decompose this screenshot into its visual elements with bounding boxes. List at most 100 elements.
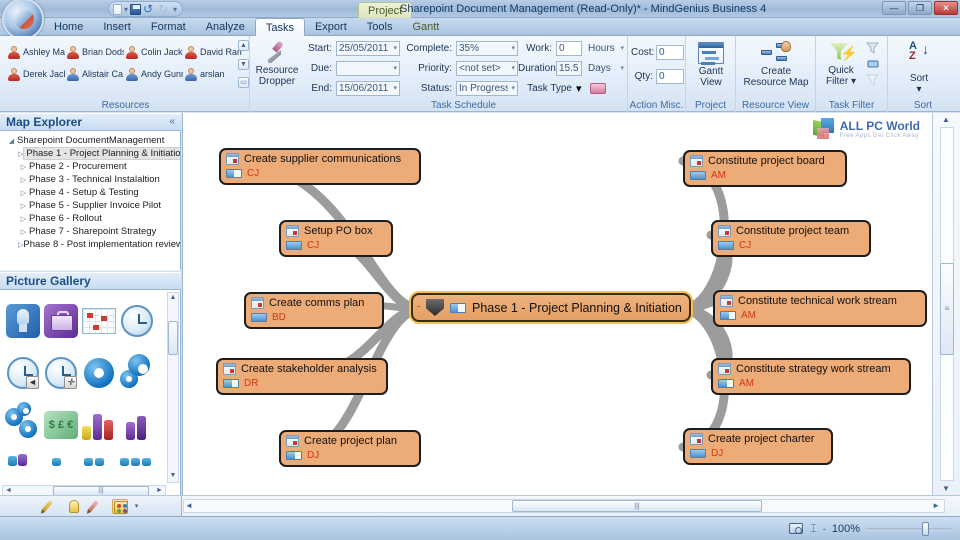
gallery-item[interactable] bbox=[80, 296, 118, 346]
gears-small-icon[interactable] bbox=[17, 402, 31, 416]
quick-access-toolbar[interactable]: ▾ ↺ ↻ ▾ bbox=[108, 1, 184, 17]
task-node[interactable]: Constitute project board AM bbox=[683, 150, 847, 187]
tree-item-phase-7[interactable]: ▷ Phase 7 - Sharepoint Strategy bbox=[4, 225, 180, 238]
task-node[interactable]: Setup PO box CJ bbox=[279, 220, 393, 257]
gallery-item[interactable]: $ £ € bbox=[42, 400, 80, 450]
mindmap-canvas[interactable]: ALL PC World Free Apps Get Click Away bbox=[182, 113, 932, 495]
resource-item[interactable]: arslan bbox=[185, 63, 242, 85]
tab-tasks[interactable]: Tasks bbox=[254, 18, 305, 36]
highlighter-icon[interactable] bbox=[41, 499, 59, 514]
gallery-item[interactable] bbox=[80, 348, 118, 398]
canvas-horizontal-scrollbar[interactable]: ◄ ||| ► bbox=[182, 495, 960, 516]
chevron-down-icon[interactable]: ▾ bbox=[620, 64, 624, 72]
complete-input[interactable]: 35% ▾ bbox=[456, 40, 518, 56]
scrollbar-thumb[interactable] bbox=[168, 321, 178, 355]
clock-back-icon[interactable]: ◄ bbox=[7, 357, 39, 389]
scroll-down-icon[interactable]: ▼ bbox=[942, 484, 950, 493]
gallery-item[interactable] bbox=[42, 452, 80, 499]
sort-dropdown-icon[interactable]: ▾ bbox=[916, 84, 922, 95]
gallery-item[interactable] bbox=[118, 452, 156, 499]
expand-toggle-icon[interactable]: ▷ bbox=[20, 189, 27, 197]
picture-gallery-body[interactable]: ◄ ✛ $ £ € bbox=[0, 290, 181, 499]
resource-item[interactable]: Andy Gunn bbox=[126, 63, 183, 85]
chevron-down-icon[interactable]: ▾ bbox=[393, 64, 397, 72]
scroll-down-icon[interactable]: ▼ bbox=[169, 472, 177, 479]
scroll-down-icon[interactable]: ▼ bbox=[238, 58, 249, 70]
scroll-more-icon[interactable]: ▭ bbox=[238, 77, 249, 88]
clear-filter-icon[interactable] bbox=[865, 42, 880, 54]
collapse-panel-icon[interactable]: « bbox=[169, 116, 175, 127]
tab-tools[interactable]: Tools bbox=[366, 21, 393, 33]
gears-small-icon[interactable] bbox=[19, 420, 37, 438]
map-explorer-tree[interactable]: ◢ Sharepoint DocumentManagement ▷ Phase … bbox=[0, 131, 181, 270]
task-node[interactable]: Constitute project team CJ bbox=[711, 220, 871, 257]
gallery-item[interactable] bbox=[80, 400, 118, 450]
filter-branch-icon[interactable] bbox=[866, 58, 880, 70]
customize-qat-icon[interactable]: ▾ bbox=[173, 4, 178, 14]
cylinders-purple-icon[interactable] bbox=[120, 410, 154, 440]
resource-dropper-button[interactable]: Resource Dropper bbox=[254, 39, 300, 87]
task-node[interactable]: Create project plan DJ bbox=[279, 430, 421, 467]
gears-icon[interactable] bbox=[128, 354, 150, 376]
clock-forward-icon[interactable]: ✛ bbox=[45, 357, 77, 389]
tree-item-phase-5[interactable]: ▷ Phase 5 - Supplier Invoice Pilot bbox=[4, 199, 180, 212]
start-date-input[interactable]: 25/05/2011 ▾ bbox=[336, 40, 400, 56]
end-date-input[interactable]: 15/06/2011 ▾ bbox=[336, 80, 400, 96]
application-orb-button[interactable] bbox=[2, 0, 44, 40]
task-node[interactable]: Create supplier communications CJ bbox=[219, 148, 421, 185]
resource-item[interactable]: Derek Jack bbox=[8, 63, 65, 85]
expand-toggle-icon[interactable]: ▷ bbox=[18, 150, 24, 158]
chevron-down-icon[interactable]: ▾ bbox=[134, 503, 139, 510]
scroll-up-icon[interactable]: ▲ bbox=[169, 294, 177, 301]
work-input[interactable]: 0 bbox=[556, 40, 582, 56]
scroll-left-icon[interactable]: ◄ bbox=[5, 487, 12, 494]
scrollbar-thumb[interactable]: ||| bbox=[512, 500, 762, 512]
gallery-item[interactable] bbox=[42, 296, 80, 346]
chevron-down-icon[interactable]: ▾ bbox=[511, 64, 515, 72]
camera-icon[interactable] bbox=[789, 522, 804, 536]
tree-item-phase-1[interactable]: ▷ Phase 1 - Project Planning & Initiatio… bbox=[4, 147, 180, 160]
tree-item-phase-8[interactable]: ▷ Phase 8 - Post implementation review bbox=[4, 238, 180, 251]
lightbulb-icon[interactable] bbox=[6, 304, 40, 338]
eraser-icon[interactable] bbox=[589, 82, 606, 94]
create-resource-map-button[interactable]: Create Resource Map bbox=[736, 41, 816, 88]
tab-analyze[interactable]: Analyze bbox=[205, 21, 245, 33]
tab-format[interactable]: Format bbox=[150, 21, 186, 33]
cost-input[interactable]: 0 bbox=[656, 44, 684, 60]
duration-unit-select[interactable]: Days ▾ bbox=[586, 61, 626, 76]
planning-board-icon[interactable] bbox=[82, 308, 116, 334]
undo-icon[interactable]: ↺ bbox=[143, 1, 154, 16]
filter-reset-icon[interactable] bbox=[865, 74, 880, 86]
cylinder-row-d-icon[interactable] bbox=[120, 452, 154, 466]
task-node[interactable]: Constitute strategy work stream AM bbox=[711, 358, 911, 395]
gallery-item[interactable] bbox=[118, 348, 156, 398]
minimize-button[interactable]: — bbox=[882, 1, 906, 15]
expand-toggle-icon[interactable]: ▷ bbox=[20, 228, 27, 236]
zoom-slider[interactable] bbox=[866, 522, 952, 536]
chevron-down-icon[interactable]: ▾ bbox=[620, 44, 624, 52]
work-unit-select[interactable]: Hours ▾ bbox=[586, 41, 626, 56]
task-node[interactable]: Create project charter DJ bbox=[683, 428, 833, 465]
new-document-icon[interactable] bbox=[113, 3, 122, 15]
close-button[interactable]: ✕ bbox=[934, 1, 958, 15]
briefcase-icon[interactable] bbox=[44, 304, 78, 338]
center-node[interactable]: - Phase 1 - Project Planning & Initiatio… bbox=[411, 293, 691, 322]
scroll-right-icon[interactable]: ► bbox=[932, 501, 940, 510]
bar-cylinders-icon[interactable] bbox=[82, 410, 116, 440]
redo-icon[interactable]: ↻ bbox=[158, 1, 169, 16]
contextual-tab-project[interactable]: Project bbox=[358, 2, 413, 18]
gear-icon[interactable] bbox=[84, 358, 114, 388]
scroll-up-icon[interactable]: ▲ bbox=[238, 40, 249, 51]
chevron-down-icon[interactable]: ▾ bbox=[511, 44, 515, 52]
tree-root[interactable]: ◢ Sharepoint DocumentManagement bbox=[4, 134, 180, 147]
cylinder-row-c-icon[interactable] bbox=[82, 452, 116, 466]
resource-list[interactable]: Ashley Mam... Brian Dodson Colin Jack Da… bbox=[8, 41, 242, 85]
chevron-down-icon[interactable]: ▾ bbox=[393, 44, 397, 52]
tree-item-phase-3[interactable]: ▷ Phase 3 - Technical Instalaltion bbox=[4, 173, 180, 186]
gallery-item[interactable] bbox=[4, 296, 42, 346]
task-node[interactable]: Constitute technical work stream AM bbox=[713, 290, 927, 327]
resource-item[interactable]: Alistair Ca... bbox=[67, 63, 124, 85]
idea-bulb-icon[interactable] bbox=[66, 499, 82, 514]
resource-item[interactable]: Ashley Mam... bbox=[8, 41, 65, 63]
